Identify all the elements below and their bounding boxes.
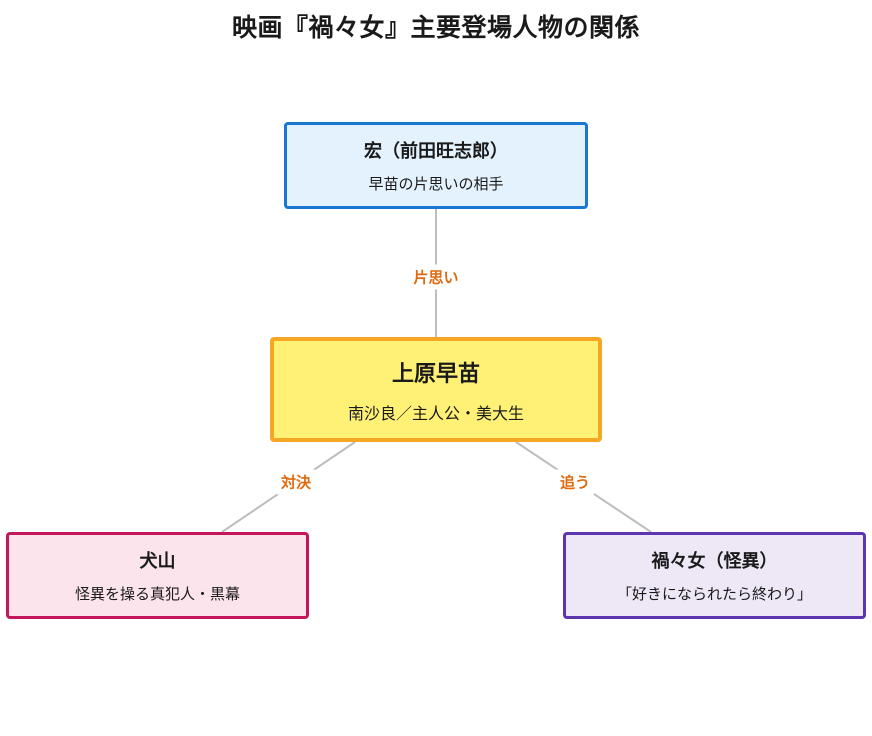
character-node-magame: 禍々女（怪異） 「好きになられたら終わり」 [563, 532, 866, 619]
character-node-hiroshi: 宏（前田旺志郎） 早苗の片思いの相手 [284, 122, 588, 209]
edge-label-sanae-hiroshi: 片思い [409, 264, 463, 290]
character-name: 宏（前田旺志郎） [364, 141, 508, 162]
character-name: 上原早苗 [391, 361, 480, 387]
character-description: 怪異を操る真犯人・黒幕 [74, 585, 240, 603]
character-node-sanae: 上原早苗 南沙良／主人公・美大生 [270, 337, 602, 442]
character-name: 禍々女（怪異） [651, 551, 778, 572]
character-name: 犬山 [139, 551, 176, 572]
character-description: 南沙良／主人公・美大生 [347, 403, 524, 423]
character-description: 「好きになられたら終わり」 [616, 585, 812, 603]
edge-label-sanae-magame: 追う [555, 469, 595, 495]
diagram-title: 映画『禍々女』主要登場人物の関係 [231, 13, 640, 42]
edge-label-sanae-inuyama: 対決 [276, 469, 316, 495]
character-description: 早苗の片思いの相手 [368, 175, 504, 193]
character-node-inuyama: 犬山 怪異を操る真犯人・黒幕 [6, 532, 309, 619]
